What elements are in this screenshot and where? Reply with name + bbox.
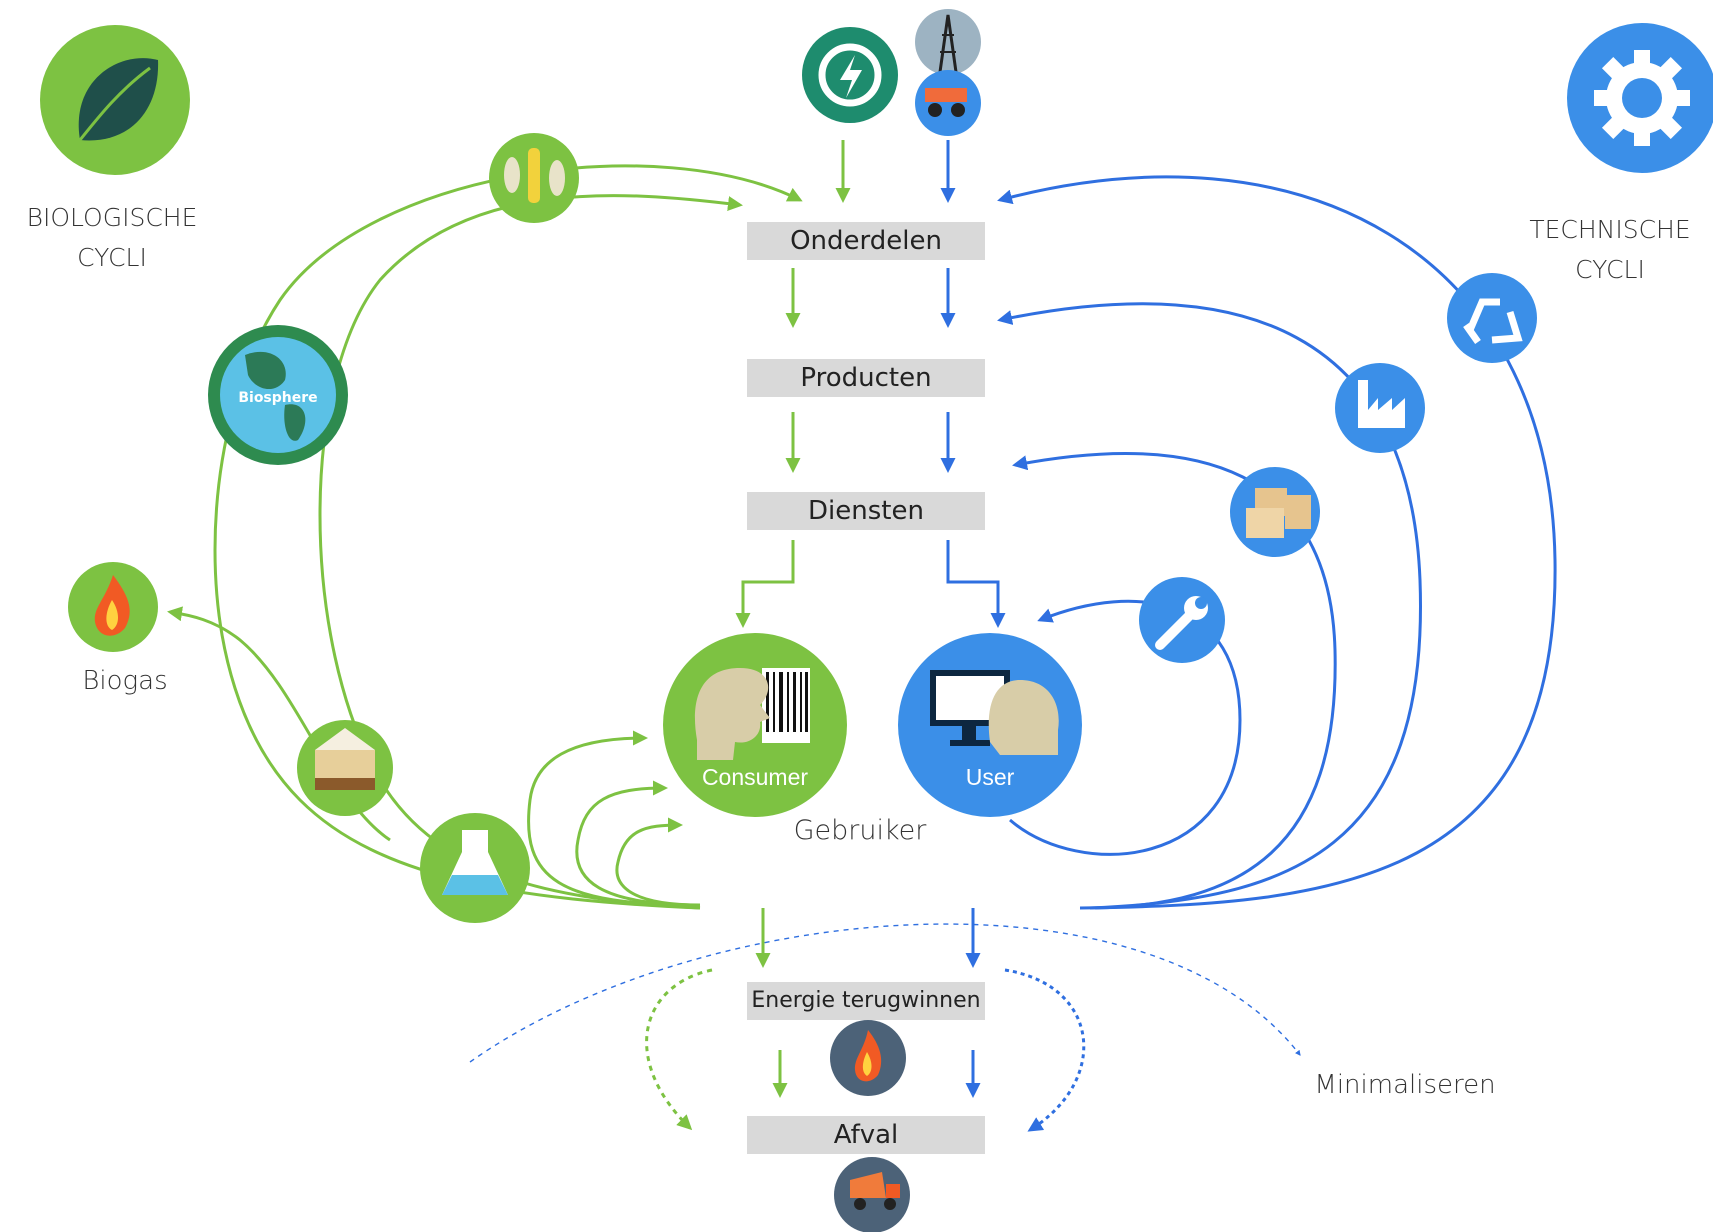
minimize-arc xyxy=(469,923,1301,1063)
biological-title-line1: BIOLOGISCHE xyxy=(26,203,198,232)
leaf-icon xyxy=(40,25,190,175)
box-energy-recovery: Energie terugwinnen xyxy=(747,982,985,1020)
user-group-label: Gebruiker xyxy=(793,815,927,846)
biogas-icon xyxy=(68,562,158,652)
consumer-label: Consumer xyxy=(702,764,808,790)
tech-dotted-bypass xyxy=(1004,968,1086,1132)
biosphere-icon: Biosphere xyxy=(208,325,348,465)
technical-flows xyxy=(469,140,1557,1132)
technical-title-line1: TECHNISCHE xyxy=(1529,215,1691,244)
technical-cycles-title: TECHNISCHE CYCLI xyxy=(1500,210,1713,290)
user-icon: User xyxy=(898,633,1082,817)
consumer-return-2 xyxy=(575,780,701,907)
technical-title-line2: CYCLI xyxy=(1575,255,1645,284)
oil-rig-icon xyxy=(915,9,981,75)
box-parts: Onderdelen xyxy=(747,222,985,260)
box-services: Diensten xyxy=(747,492,985,530)
user-label: User xyxy=(966,764,1015,790)
wrench-icon xyxy=(1139,577,1225,663)
bio-arrow-services xyxy=(735,540,795,628)
minimize-label: Minimaliseren xyxy=(1314,1070,1496,1100)
tech-outer-loop xyxy=(997,175,1557,910)
mining-truck-icon xyxy=(915,70,981,136)
tech-factory-loop xyxy=(997,302,1422,910)
biosphere-label: Biosphere xyxy=(238,390,317,406)
boxes-icon xyxy=(1230,467,1320,557)
tech-boxes-loop xyxy=(1012,451,1337,910)
tech-repair-loop xyxy=(1009,599,1242,856)
factory-icon xyxy=(1335,363,1425,453)
farming-icon xyxy=(489,133,579,223)
box-products: Producten xyxy=(747,359,985,397)
biological-cycles-title: BIOLOGISCHE CYCLI xyxy=(2,198,222,278)
compost-icon xyxy=(297,720,393,816)
consumer-return-3 xyxy=(615,817,701,907)
fire-icon xyxy=(830,1020,906,1096)
consumer-icon: Consumer xyxy=(663,633,847,817)
biogas-label: Biogas xyxy=(82,666,168,696)
gear-icon xyxy=(1567,23,1713,173)
dump-truck-icon xyxy=(834,1157,910,1232)
tech-arrow-services xyxy=(946,540,1006,628)
energy-icon xyxy=(802,27,898,123)
recycle-icon xyxy=(1447,273,1537,363)
lab-flask-icon xyxy=(420,813,530,923)
consumer-return-1 xyxy=(527,730,701,907)
biological-title-line2: CYCLI xyxy=(77,243,147,272)
box-waste: Afval xyxy=(747,1116,985,1154)
bio-dotted-bypass xyxy=(645,968,713,1131)
